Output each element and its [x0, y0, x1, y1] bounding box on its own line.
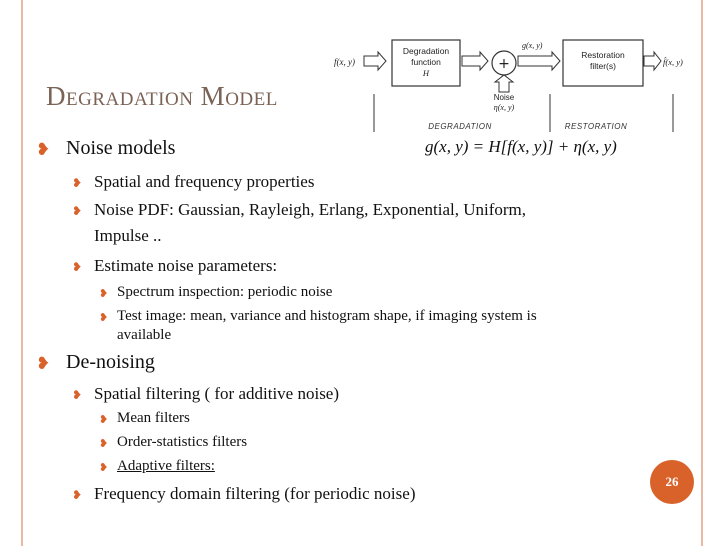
bullet-order-statistics: ❥ Order-statistics filters [99, 434, 248, 451]
output-label: f̂(x, y) [663, 56, 683, 67]
bullet-adaptive-filters: ❥ Adaptive filters: [99, 458, 215, 475]
bullet-marker-icon: ❥ [99, 413, 109, 426]
bullet-marker-icon: ❥ [99, 461, 109, 474]
bullet-spatial-filtering: ❥ Spatial filtering ( for additive noise… [72, 384, 340, 404]
bullet-marker-icon: ❥ [72, 260, 83, 274]
input-arrow [363, 50, 387, 72]
noise-label-line1: Noise [494, 93, 515, 102]
bullet-mean-filters: ❥ Mean filters [99, 410, 190, 427]
bullet-marker-icon: ❥ [36, 354, 51, 374]
bullet-text: available [117, 327, 172, 343]
sum-symbol: + [498, 56, 510, 72]
bullet-marker-icon: ❥ [72, 176, 83, 190]
restoration-box [562, 39, 644, 87]
degradation-box-line1: Degradation [403, 46, 450, 56]
bullet-text: Noise models [66, 137, 176, 159]
bullet-text: Spectrum inspection: periodic noise [117, 284, 333, 300]
bullet-marker-icon: ❥ [72, 388, 83, 402]
degradation-box-line3: H [422, 68, 430, 78]
sum-arrow [517, 50, 561, 72]
bullet-text: Noise PDF: Gaussian, Rayleigh, Erlang, E… [94, 200, 527, 219]
degradation-box-line2: function [411, 57, 441, 67]
bullet-noise-pdf-continued: Impulse .. [94, 226, 162, 246]
right-frame-line [701, 0, 703, 546]
bullet-denoising: ❥ De-noising [36, 351, 155, 374]
bullet-text: Estimate noise parameters: [94, 256, 278, 275]
bullet-estimate-parameters: ❥ Estimate noise parameters: [72, 256, 278, 276]
bullet-spectrum-inspection: ❥ Spectrum inspection: periodic noise [99, 284, 333, 301]
bullet-marker-icon: ❥ [99, 287, 109, 300]
degradation-restoration-diagram: f(x, y) Degradation function H + g(x, y)… [334, 39, 683, 132]
bullet-marker-icon: ❥ [99, 437, 109, 450]
degradation-box [391, 39, 461, 87]
bullet-test-image: ❥ Test image: mean, variance and histogr… [99, 308, 537, 325]
g-label: g(x, y) [522, 41, 543, 50]
bullet-text: Frequency domain filtering (for periodic… [94, 484, 416, 503]
restoration-box-line2: filter(s) [590, 61, 616, 71]
adaptive-filters-link[interactable]: Adaptive filters: [117, 458, 215, 474]
restoration-caption: RESTORATION [565, 122, 628, 131]
bullet-noise-models: ❥ Noise models [36, 137, 176, 160]
bullet-text: Impulse .. [94, 226, 162, 245]
page-number-badge: 26 [650, 460, 694, 504]
bullet-noise-pdf: ❥ Noise PDF: Gaussian, Rayleigh, Erlang,… [72, 200, 527, 220]
bullet-text: Order-statistics filters [117, 434, 248, 450]
left-frame-line [21, 0, 23, 546]
degradation-arrow [461, 50, 489, 72]
bullet-marker-icon: ❥ [36, 140, 51, 160]
bullet-text: De-noising [66, 351, 155, 373]
output-arrow [643, 50, 662, 72]
restoration-box-line1: Restoration [581, 50, 625, 60]
degradation-equation: g(x, y) = H[f(x, y)] + η(x, y) [425, 137, 617, 156]
bullet-marker-icon: ❥ [72, 204, 83, 218]
noise-arrow [493, 74, 515, 93]
bullet-text: Mean filters [117, 410, 190, 426]
bullet-spatial-frequency: ❥ Spatial and frequency properties [72, 172, 315, 192]
bullet-marker-icon: ❥ [72, 488, 83, 502]
bullet-text: Spatial filtering ( for additive noise) [94, 384, 340, 403]
bullet-test-image-continued: available [117, 327, 171, 344]
slide-title: Degradation Model [46, 81, 278, 111]
input-label: f(x, y) [334, 57, 355, 67]
bullet-text: Test image: mean, variance and histogram… [117, 308, 537, 324]
degradation-caption: DEGRADATION [428, 122, 492, 131]
bullet-frequency-filtering: ❥ Frequency domain filtering (for period… [72, 484, 416, 504]
bullet-text: Spatial and frequency properties [94, 172, 315, 191]
noise-label-line2: η(x, y) [494, 103, 515, 112]
bullet-marker-icon: ❥ [99, 311, 109, 324]
